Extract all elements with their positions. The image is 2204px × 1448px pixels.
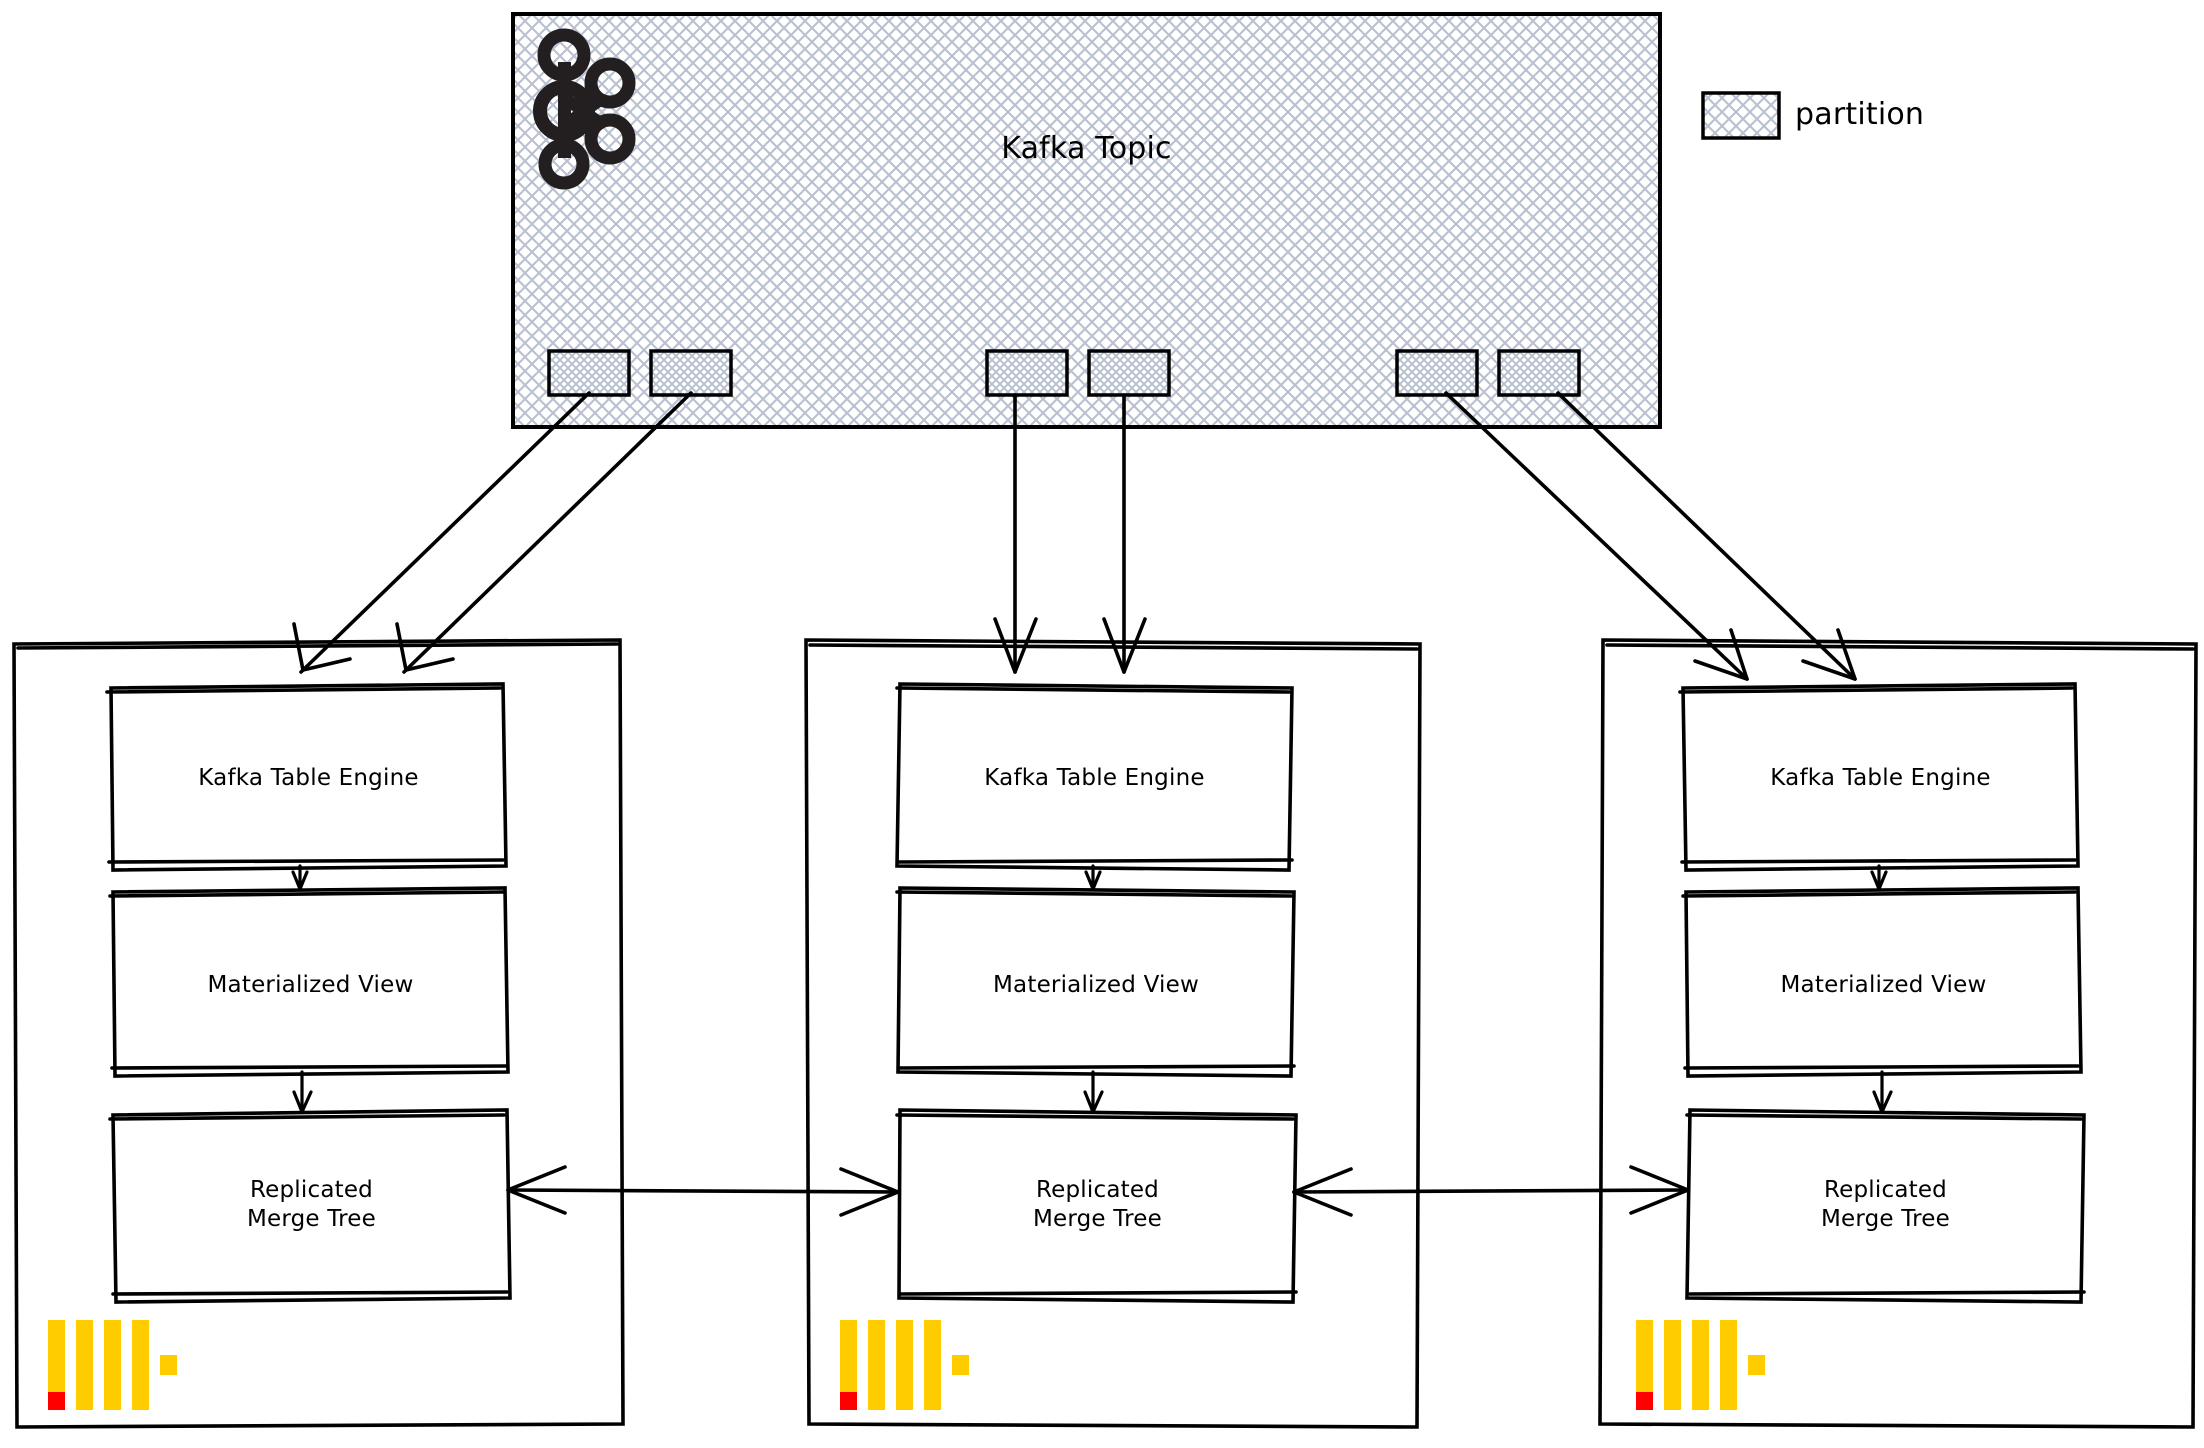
kafka-logo (533, 28, 636, 190)
box-replicated-merge-tree-1[interactable] (108, 1108, 512, 1304)
flow-arrows-node-3 (1444, 391, 1857, 681)
partition-box (1087, 349, 1171, 397)
box-kafka-table-engine-2[interactable] (895, 682, 1294, 872)
box-materialized-view-2[interactable] (895, 886, 1296, 1078)
box-kafka-table-engine-1[interactable] (105, 682, 508, 872)
partition-box (1395, 349, 1479, 397)
box-replicated-merge-tree-3[interactable] (1685, 1108, 2086, 1304)
arrow-mv-to-rmt-1 (292, 1070, 313, 1114)
partition-box (649, 349, 733, 397)
cluster-outline-node-3[interactable] (1598, 638, 2198, 1429)
cluster-outline-node-1[interactable] (12, 638, 625, 1429)
clickhouse-logo-node-1 (48, 1320, 177, 1410)
box-replicated-merge-tree-2[interactable] (895, 1108, 1298, 1304)
box-materialized-view-3[interactable] (1681, 886, 2083, 1078)
box-materialized-view-1[interactable] (108, 886, 510, 1078)
box-kafka-table-engine-3[interactable] (1678, 682, 2080, 872)
partition-box (547, 349, 631, 397)
clickhouse-logo-node-2 (840, 1320, 969, 1410)
replication-link-2-3 (1292, 1165, 1690, 1217)
replication-link-1-2 (506, 1165, 900, 1217)
flow-arrows-node-2 (993, 393, 1147, 674)
arrow-kte-to-mv-3 (1870, 864, 1888, 891)
arrow-kte-to-mv-2 (1084, 864, 1102, 891)
flow-arrows-node-1 (292, 391, 693, 674)
arrow-kte-to-mv-1 (291, 864, 309, 891)
legend-swatch (1701, 91, 1781, 140)
cluster-outline-node-2[interactable] (804, 638, 1422, 1429)
arrow-mv-to-rmt-2 (1083, 1070, 1104, 1114)
partition-box (1497, 349, 1581, 397)
partition-box-group (547, 349, 1581, 397)
arrow-mv-to-rmt-3 (1872, 1070, 1893, 1114)
partition-box (985, 349, 1069, 397)
clickhouse-logo-node-3 (1636, 1320, 1765, 1410)
